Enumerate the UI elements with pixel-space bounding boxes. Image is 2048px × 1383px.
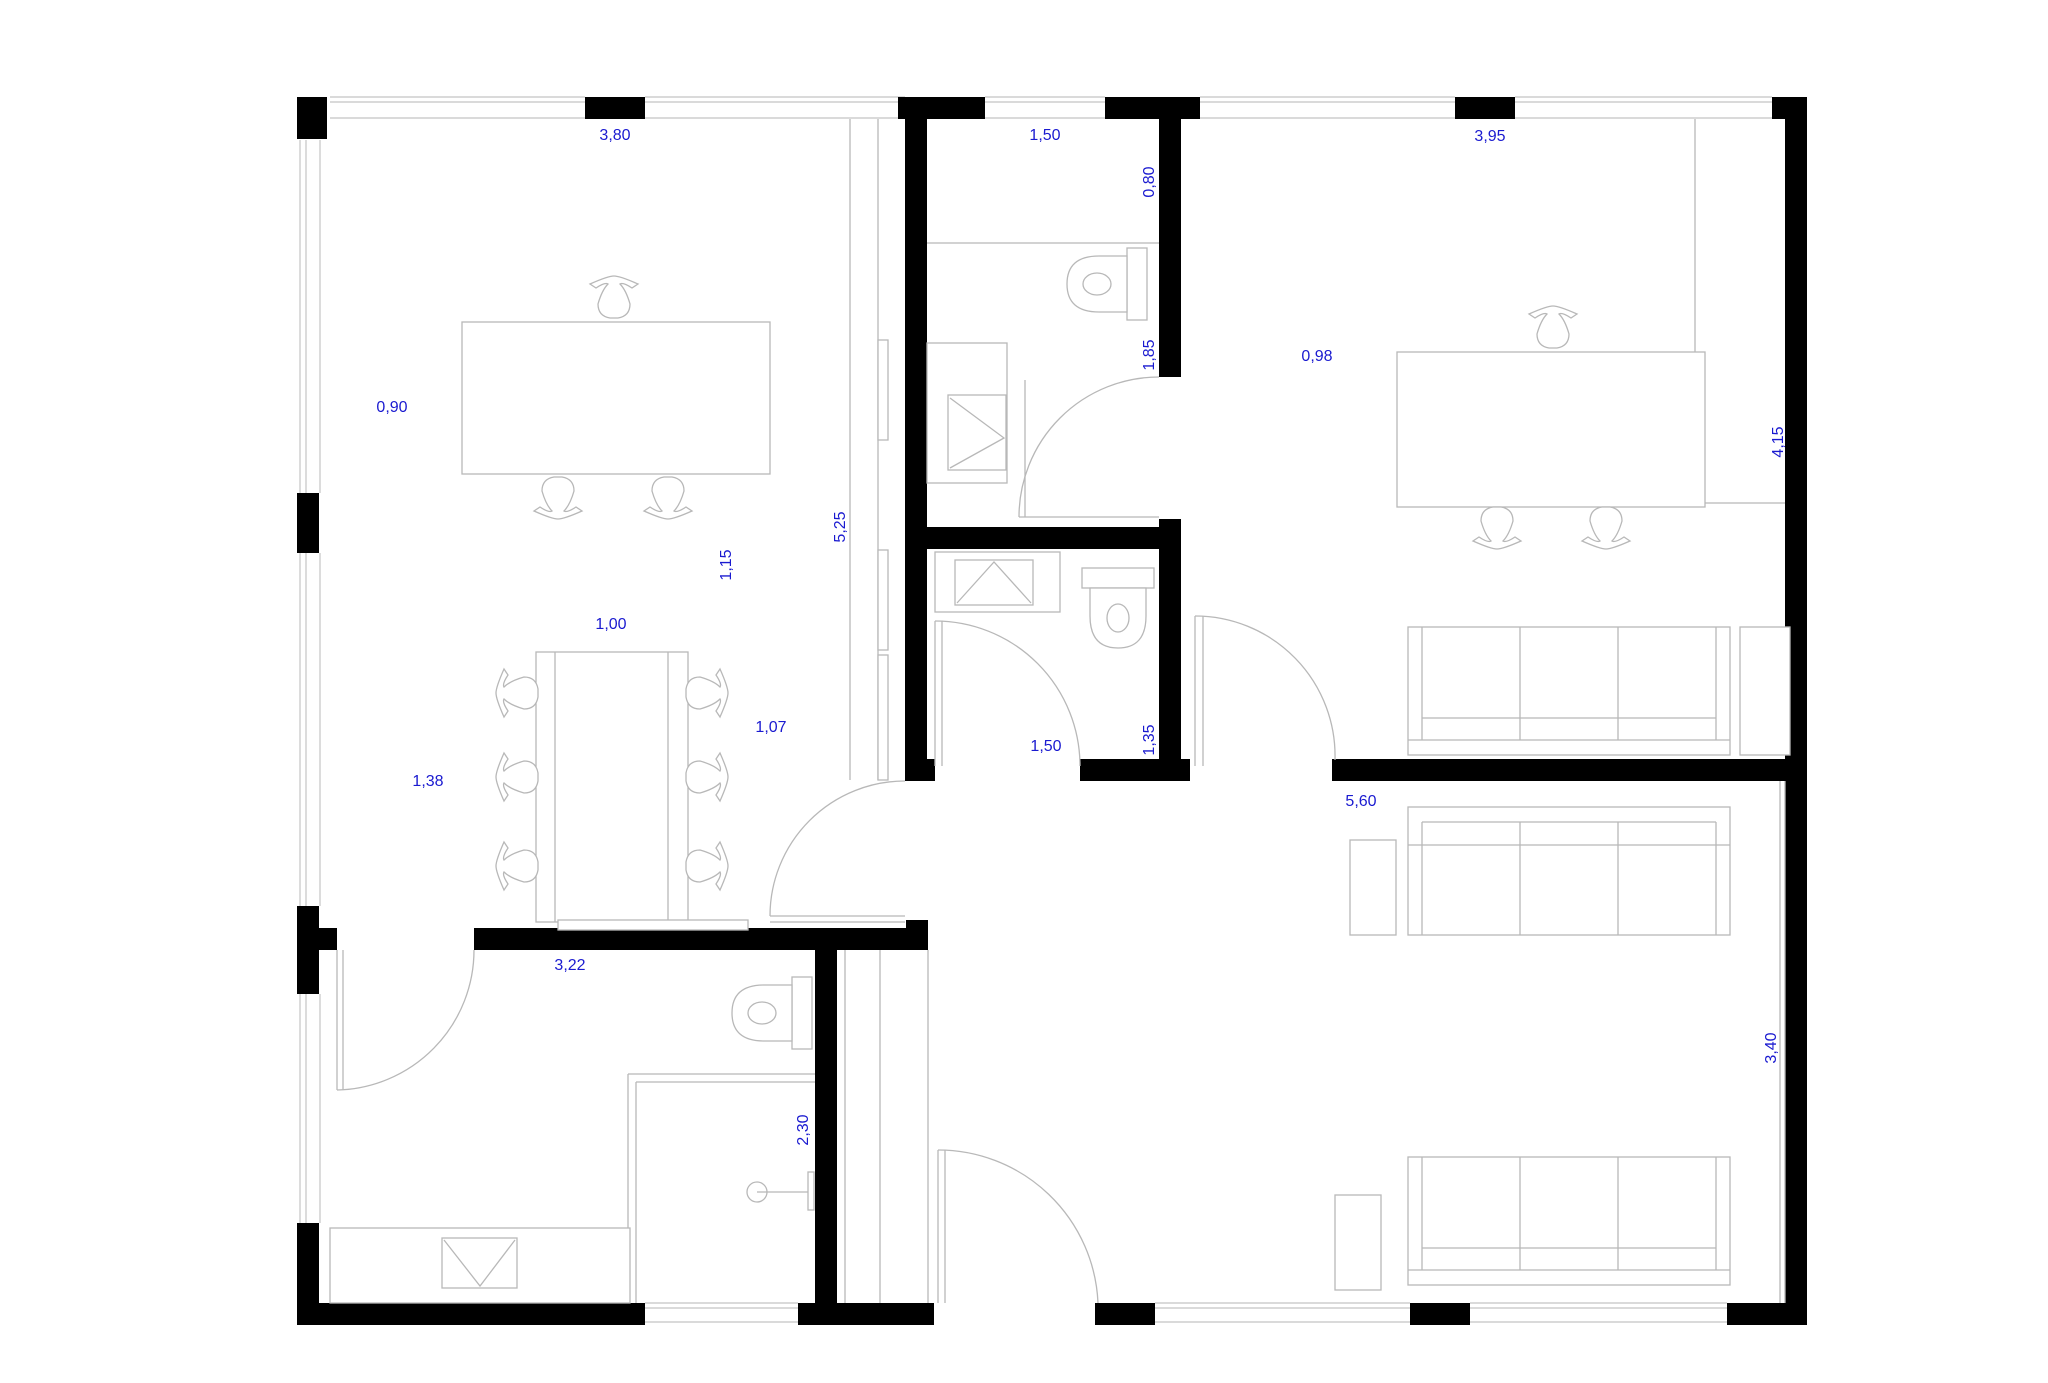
dimension-label: 0,98 — [1301, 348, 1332, 365]
toilet-icon — [1066, 247, 1148, 321]
chair-icon — [495, 668, 539, 718]
dimension-label: 1,07 — [755, 719, 786, 736]
dimension-labels: 3,80 1,50 3,95 0,90 0,98 1,00 1,07 1,38 … — [376, 127, 1787, 1146]
chair-icon — [1581, 506, 1631, 550]
meeting-table — [535, 651, 689, 923]
desk — [1396, 351, 1706, 508]
dimension-label: 1,50 — [1029, 127, 1060, 144]
chair-icon — [533, 476, 583, 520]
walls — [297, 97, 1807, 1325]
side-table — [1334, 1194, 1382, 1291]
dimension-label: 3,22 — [554, 957, 585, 974]
toilet-icon — [731, 976, 813, 1050]
bathroom-3 — [329, 976, 815, 1304]
shower-icon — [746, 1171, 815, 1211]
sink-icon — [954, 559, 1034, 606]
chair-icon — [1472, 506, 1522, 550]
dimension-label: 1,38 — [412, 773, 443, 790]
closet — [844, 119, 1786, 1303]
dimension-label: 1,00 — [595, 616, 626, 633]
dimension-label: 0,80 — [1141, 166, 1158, 197]
dimension-label: 4,15 — [1770, 426, 1787, 457]
bathroom-1 — [926, 242, 1159, 484]
dimension-label: 1,35 — [1141, 724, 1158, 755]
sofa — [1407, 806, 1731, 936]
chair-icon — [589, 275, 639, 319]
dimension-label: 1,50 — [1030, 738, 1061, 755]
furniture-room-1 — [461, 275, 771, 931]
toilet-icon — [1081, 567, 1155, 649]
chair-icon — [685, 668, 729, 718]
chair-icon — [685, 841, 729, 891]
chair-icon — [495, 841, 539, 891]
dimension-label: 0,90 — [376, 399, 407, 416]
dimension-label: 3,95 — [1474, 128, 1505, 145]
side-table — [1739, 626, 1791, 756]
windows — [299, 96, 1772, 1323]
bathroom-2 — [934, 551, 1155, 649]
dimension-label: 1,15 — [718, 549, 735, 580]
door-swing-icon — [934, 620, 1081, 767]
chair-icon — [1528, 305, 1578, 349]
chair-icon — [643, 476, 693, 520]
chair-icon — [495, 752, 539, 802]
dimension-label: 1,85 — [1141, 339, 1158, 370]
dimension-label: 3,40 — [1763, 1032, 1780, 1063]
door-swing-icon — [1194, 615, 1336, 766]
dimension-label: 2,30 — [795, 1114, 812, 1145]
sofa — [1407, 1156, 1731, 1286]
side-table — [1349, 839, 1397, 936]
furniture-room-2 — [1396, 305, 1791, 756]
chair-icon — [685, 752, 729, 802]
sink-icon — [441, 1237, 518, 1289]
sofa — [1407, 626, 1731, 756]
dimension-label: 5,25 — [832, 511, 849, 542]
furniture-living — [1334, 806, 1731, 1291]
door-swing-icon — [1018, 376, 1160, 518]
door-swing-icon — [769, 780, 906, 923]
window-icon — [299, 96, 1772, 1323]
dimension-label: 3,80 — [599, 127, 630, 144]
doors — [336, 376, 1336, 1304]
door-swing-icon — [336, 949, 475, 1091]
desk — [461, 321, 771, 475]
dimension-label: 5,60 — [1345, 793, 1376, 810]
door-swing-icon — [937, 1149, 1099, 1304]
